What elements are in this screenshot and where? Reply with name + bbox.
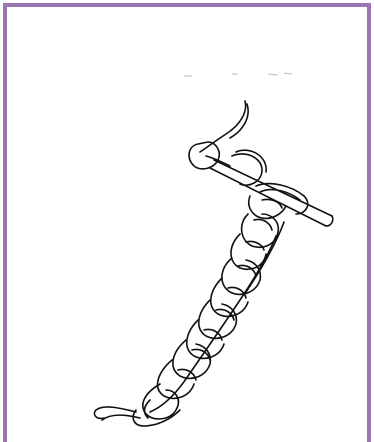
working-yarn	[200, 101, 246, 152]
chain-link	[231, 234, 266, 269]
hook-head	[189, 142, 219, 169]
hook-shaft	[214, 160, 332, 216]
faint-marks	[184, 73, 292, 76]
